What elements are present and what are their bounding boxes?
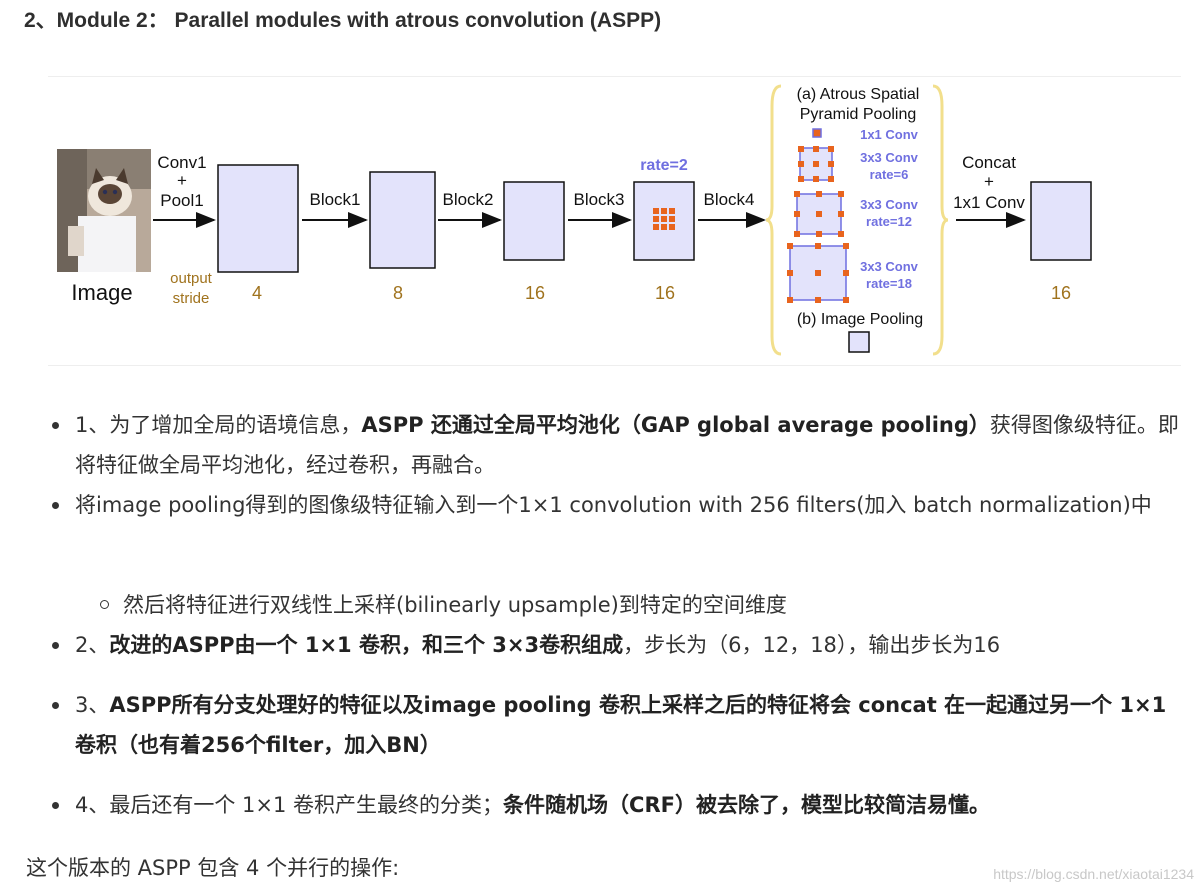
aspp-diagram: Image Conv1 + Pool1 output stride 4 Bloc… [48,76,1181,366]
atrous-kernel-icon [653,208,675,230]
rate6-label: rate=6 [870,167,909,182]
bullet-text: 将image pooling得到的图像级特征输入到一个1×1 convoluti… [75,493,1152,517]
image-pooling-box [848,331,870,353]
bullet-dot [52,502,59,509]
stride-4: 4 [252,283,262,303]
block3-label: Block3 [573,190,624,209]
aspp-title-2: Pyramid Pooling [800,106,917,123]
concat-conv-label: 1x1 Conv [953,193,1025,212]
paragraph-text: 这个版本的 ASPP 包含 4 个并行的操作: [26,856,400,880]
rate12-label: rate=12 [866,214,912,229]
rate-label: rate=2 [640,157,688,174]
bullet-dot [52,802,59,809]
kernel-rate6-icon [798,146,834,182]
feature-box-stride4 [217,164,299,273]
conv1-label: Conv1 [157,153,206,172]
conv1-plus: + [177,171,187,190]
feature-box-stride16 [503,181,565,261]
image-label: Image [71,280,132,305]
kernel-rate18-icon [787,243,849,303]
block4-label: Block4 [703,190,754,209]
stride-16-a: 16 [525,283,545,303]
watermark: https://blog.csdn.net/xiaotai1234 [993,866,1194,882]
aspp-right-brace [932,84,949,356]
bullet-text: 4、最后还有一个 1×1 卷积产生最终的分类；条件随机场（CRF）被去除了，模型… [75,793,990,817]
bullet-circle [100,600,109,609]
conv-rate18-label: 3x3 Conv [860,259,919,274]
stride-16-b: 16 [655,283,675,303]
stride-16-c: 16 [1051,283,1071,303]
rate18-label: rate=18 [866,276,912,291]
block1-label: Block1 [309,190,360,209]
conv-1x1-label: 1x1 Conv [860,127,919,142]
output-stride-label-2: stride [173,290,210,307]
pool1-label: Pool1 [160,191,203,210]
bullet-text: 1、为了增加全局的语境信息，ASPP 还通过全局平均池化（GAP global … [75,413,1179,477]
bullet-dot [52,642,59,649]
concat-plus: + [984,172,994,191]
cat-image [57,149,151,272]
aspp-left-brace [765,84,782,356]
aspp-title-1: (a) Atrous Spatial [797,86,920,103]
bullet-dot [52,422,59,429]
feature-box-stride8 [369,171,436,269]
concat-label: Concat [962,153,1016,172]
aspp-figure: Image Conv1 + Pool1 output stride 4 Bloc… [48,76,1181,366]
output-box [1030,181,1092,261]
conv-rate6-label: 3x3 Conv [860,150,919,165]
kernel-rate12-icon [794,191,844,237]
bullet-text: 3、ASPP所有分支处理好的特征以及image pooling 卷积上采样之后的… [75,693,1167,757]
kernel-1x1-icon [812,128,822,138]
image-pooling-label: (b) Image Pooling [797,311,923,328]
output-stride-label: output [170,270,213,287]
bullet-dot [52,702,59,709]
section-heading: 2、Module 2： Parallel modules with atrous… [24,9,662,32]
bullet-text: 2、改进的ASPP由一个 1×1 卷积，和三个 3×3卷积组成，步长为（6，12… [75,633,1001,657]
stride-8: 8 [393,283,403,303]
sub-item-text: 然后将特征进行双线性上采样(bilinearly upsample)到特定的空间… [123,593,787,617]
conv-rate12-label: 3x3 Conv [860,197,919,212]
block2-label: Block2 [442,190,493,209]
